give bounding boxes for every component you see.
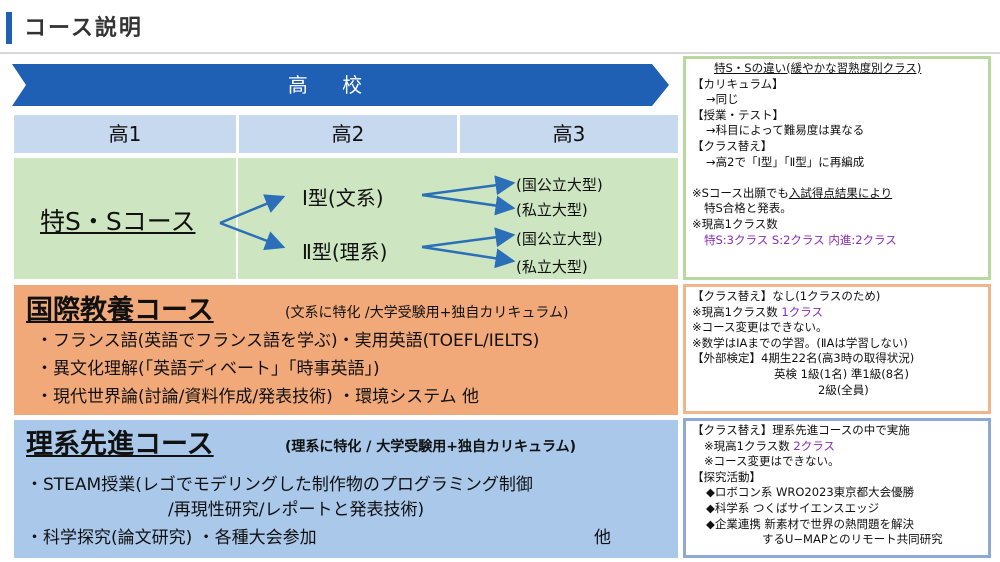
toku-course-name: 特S・Sコース: [40, 207, 196, 236]
rikei-industry: ◆企業連携 新素材で世界の熱問題を解決: [706, 516, 914, 531]
school-label: 高 校: [287, 73, 377, 97]
class-change-value: →高2で「Ⅰ型」「Ⅱ型」に再編成: [706, 154, 865, 169]
rikei-notes-box: 【クラス替え】理系先進コースの中で実施 ※現高1クラス数 2クラス ※コース変更…: [683, 418, 991, 558]
rikei-science: ◆科学系 つくばサイエンスエッジ: [706, 500, 880, 515]
entrance-note-a: ※Sコース出願でも: [692, 185, 789, 200]
lesson-heading: 【授業・テスト】: [692, 107, 784, 122]
type2-dest-private: (私立大型): [516, 258, 588, 276]
kokusai-class-change: 【クラス替え】なし(1クラスのため): [692, 289, 881, 303]
kokusai-exam-a: 【外部検定】4期生22名(高3時の取得状況): [692, 351, 915, 366]
toku-course-panel: [14, 158, 678, 279]
kokusai-exam-c: 2級(全員): [818, 382, 869, 397]
arrow-to-type2: [219, 221, 286, 251]
type1-dest-private: (私立大型): [516, 201, 588, 219]
spacer: [692, 170, 982, 186]
rikei-course-name: 理系先進コース: [26, 429, 214, 460]
toku-notes-heading: 特S・Sの違い(緩やかな習熟度別クラス): [714, 61, 922, 75]
type1-dest-national: (国公立大型): [516, 176, 603, 194]
kokusai-line-3: ・現代世界論(討論/資料作成/発表技術) ・環境システム 他: [36, 387, 480, 407]
course-branch-arrows: [219, 175, 516, 269]
kokusai-course-name: 国際教養コース: [26, 295, 214, 326]
rikei-no-change: ※コース変更はできない。: [704, 454, 840, 469]
curriculum-value: →同じ: [706, 92, 739, 107]
class-count-value: 特S:3クラス S:2クラス 内進:2クラス: [704, 232, 897, 247]
grade-cell-1: 高1: [14, 115, 236, 153]
rikei-count-value: 2クラス: [793, 438, 835, 453]
rikei-line-2: /再現性研究/レポートと発表技術): [168, 500, 425, 520]
arrow-type2-dest2: [421, 245, 516, 269]
rikei-class-change: 【クラス替え】理系先進コースの中で実施: [692, 423, 910, 437]
type1-label: Ⅰ型(文系): [302, 186, 384, 210]
arrow-type1-dest2: [421, 193, 516, 216]
rikei-line-1: ・STEAM授業(レゴでモデリングした制作物のプログラミング制御: [26, 475, 533, 495]
title-divider: [0, 52, 1000, 54]
rikei-industry-2: するU−MAPとのリモート共同研究: [762, 532, 943, 547]
rikei-count-heading: ※現高1クラス数: [704, 438, 794, 453]
curriculum-heading: 【カリキュラム】: [692, 76, 784, 91]
lesson-value: →科目によって難易度は異なる: [706, 123, 865, 138]
rikei-course-subtitle: (理系に特化 / 大学受験用+独自カリキュラム): [285, 439, 576, 455]
banner-shape: [12, 64, 669, 106]
page-title: コース説明: [24, 16, 143, 41]
kokusai-course-panel: [14, 285, 678, 415]
entrance-note: ※Sコース出願でも入試得点結果により: [692, 186, 982, 202]
rikei-class-count: ※現高1クラス数 2クラス: [692, 439, 982, 455]
arrow-to-type1: [219, 194, 286, 225]
grade-cell-2: 高2: [239, 115, 457, 153]
entrance-note-2: 特S合格と発表。: [704, 201, 792, 216]
kokusai-class-count: ※現高1クラス数 1クラス: [692, 305, 982, 321]
toku-panel-divider: [236, 158, 238, 279]
kokusai-count-value: 1クラス: [781, 304, 823, 319]
rikei-course-panel: [14, 420, 678, 558]
kokusai-line-2: ・異文化理解(「英語ディベート」「時事英語」): [36, 359, 380, 379]
class-count-heading: ※現高1クラス数: [692, 216, 778, 231]
rikei-robocon: ◆ロボコン系 WRO2023東京都大会優勝: [706, 485, 915, 500]
kokusai-math-note: ※数学はⅠAまでの学習。(ⅡAは学習しない): [692, 335, 908, 350]
kokusai-count-heading: ※現高1クラス数: [692, 304, 782, 319]
type2-dest-national: (国公立大型): [516, 230, 603, 248]
toku-notes-box: 特S・Sの違い(緩やかな習熟度別クラス) 【カリキュラム】 →同じ 【授業・テス…: [683, 56, 991, 280]
class-change-heading: 【クラス替え】: [692, 138, 773, 153]
rikei-activities-heading: 【探究活動】: [692, 469, 761, 484]
title-accent-bar: [6, 12, 12, 44]
grade-cell-3: 高3: [460, 115, 678, 153]
arrow-type2-dest1: [421, 227, 516, 249]
entrance-note-b: 入試得点結果により: [788, 185, 893, 200]
kokusai-exam-b: 英検 1級(1名) 準1級(8名): [774, 366, 910, 381]
kokusai-course-subtitle: (文系に特化 /大学受験用+独自カリキュラム): [285, 305, 569, 321]
kokusai-no-change: ※コース変更はできない。: [692, 320, 828, 335]
kokusai-notes-box: 【クラス替え】なし(1クラスのため) ※現高1クラス数 1クラス ※コース変更は…: [683, 284, 991, 414]
type2-label: Ⅱ型(理系): [302, 240, 388, 264]
rikei-line-3: ・科学探究(論文研究) ・各種大会参加: [26, 528, 317, 548]
rikei-line-3-tail: 他: [594, 528, 611, 548]
school-banner-arrow: [12, 64, 669, 106]
arrow-type1-dest1: [421, 175, 516, 197]
kokusai-line-1: ・フランス語(英語でフランス語を学ぶ)・実用英語(TOEFL/IELTS): [36, 331, 540, 351]
